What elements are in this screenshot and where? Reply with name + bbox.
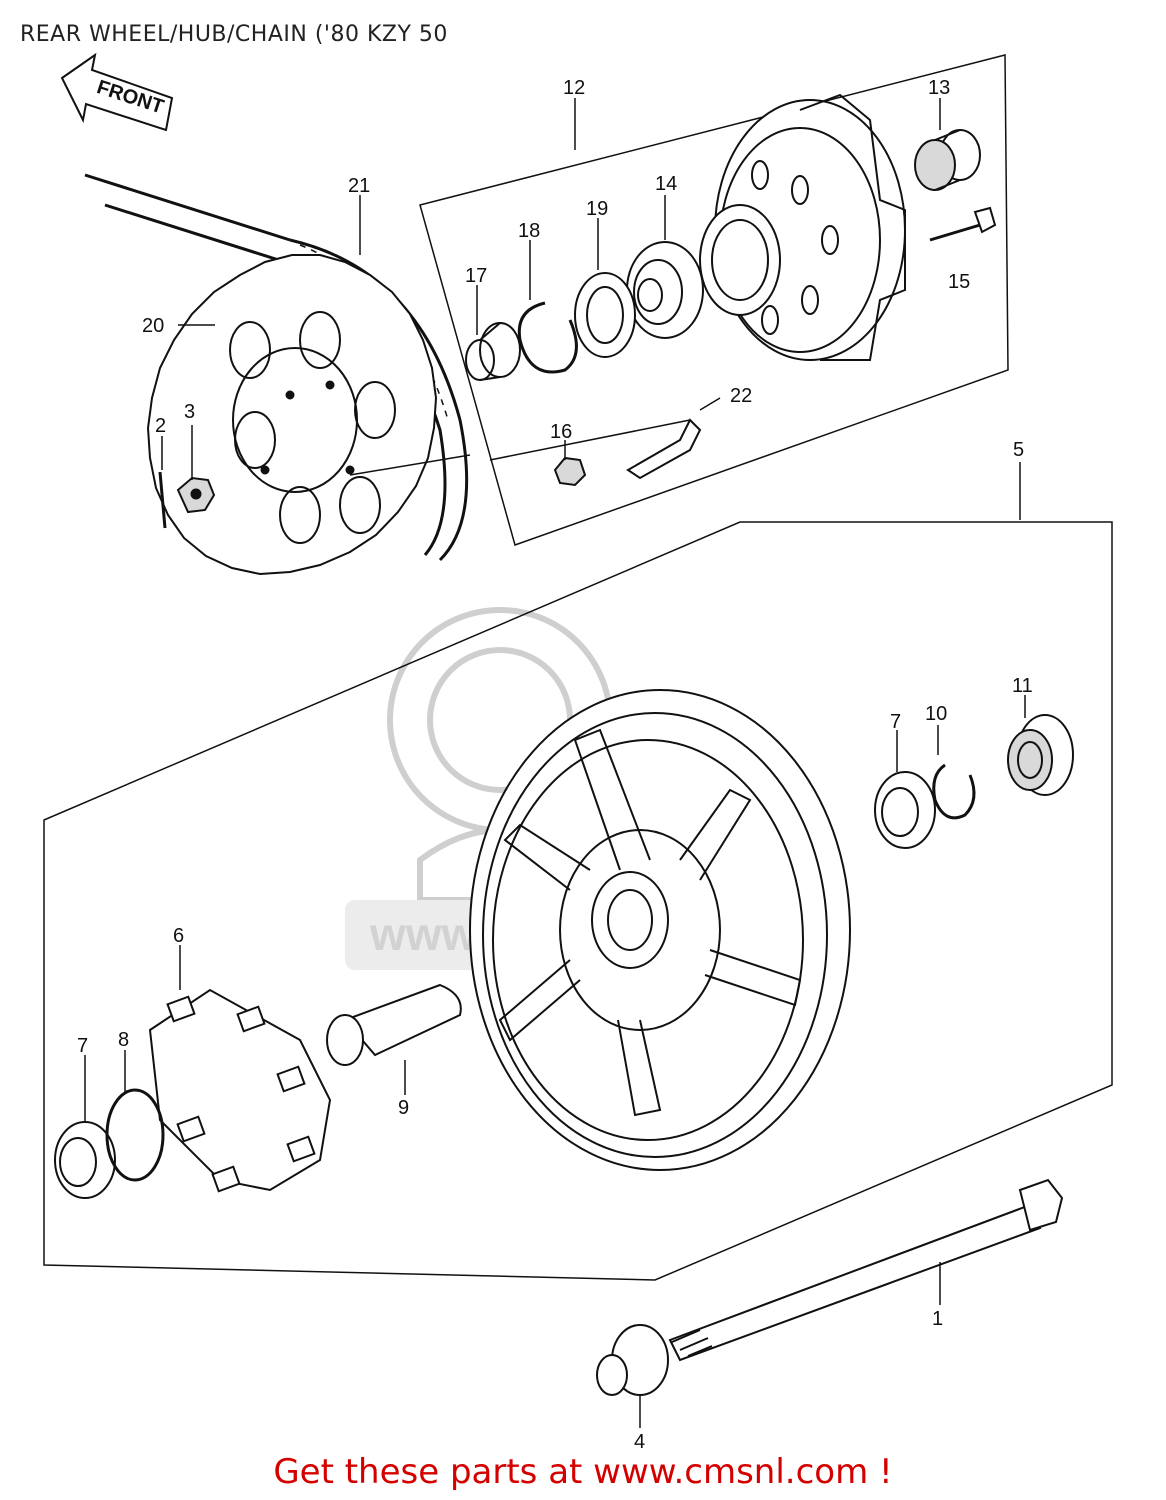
rear-axle <box>668 1178 1064 1362</box>
rear-wheel <box>469 689 851 1171</box>
rear-hub <box>699 93 906 361</box>
callout-14: 14 <box>655 173 677 195</box>
wheel-bearing-left <box>54 1121 116 1199</box>
chain-guide-bracket <box>489 418 702 480</box>
hub-bearing <box>626 241 704 339</box>
callout-3: 3 <box>184 401 195 423</box>
callout-6: 6 <box>173 925 184 947</box>
callout-12: 12 <box>563 77 585 99</box>
callout-20: 20 <box>142 315 164 337</box>
callout-4: 4 <box>634 1431 645 1453</box>
callout-1: 1 <box>932 1308 943 1330</box>
hub-nut <box>553 456 587 487</box>
o-ring <box>105 1088 165 1182</box>
callout-17: 17 <box>465 265 487 287</box>
hub-oil-seal <box>574 272 636 358</box>
rear-sprocket <box>146 254 471 576</box>
callout-22: 22 <box>730 385 752 407</box>
hub-circlip <box>517 301 578 374</box>
callout-19: 19 <box>586 198 608 220</box>
parts-shop-link[interactable]: Get these parts at www.cmsnl.com ! <box>273 1452 893 1492</box>
callout-21: 21 <box>348 175 370 197</box>
front-direction-arrow: FRONT <box>60 52 174 132</box>
callout-9: 9 <box>398 1097 409 1119</box>
wheel-circlip <box>932 763 976 820</box>
callout-11: 11 <box>1012 675 1033 697</box>
hub-collar <box>914 129 981 191</box>
sprocket-coupling <box>148 988 332 1193</box>
callout-labels: 1 2 3 4 5 6 7 7 8 9 10 11 12 13 14 15 16… <box>77 77 1033 1453</box>
callout-16: 16 <box>550 421 572 443</box>
callout-18: 18 <box>518 220 540 242</box>
callout-13: 13 <box>928 77 950 99</box>
callout-7-left: 7 <box>77 1035 88 1057</box>
axle-collar <box>596 1324 669 1396</box>
wheel-collar <box>326 983 462 1066</box>
page-title: REAR WHEEL/HUB/CHAIN ('80 KZY 50 <box>20 22 448 47</box>
wheel-assembly-outline <box>43 521 1113 1281</box>
callout-8: 8 <box>118 1029 129 1051</box>
callout-5: 5 <box>1013 439 1024 461</box>
callout-leaders <box>84 98 1026 1428</box>
cotter-pin <box>158 471 167 529</box>
callout-7-right: 7 <box>890 711 901 733</box>
callout-15: 15 <box>948 271 970 293</box>
callout-10: 10 <box>925 703 947 725</box>
callout-2: 2 <box>155 415 166 437</box>
sprocket-collar <box>465 322 521 381</box>
wheel-bearing-right <box>874 771 936 849</box>
hub-bolt <box>929 206 997 242</box>
wheel-oil-seal <box>1007 714 1074 796</box>
